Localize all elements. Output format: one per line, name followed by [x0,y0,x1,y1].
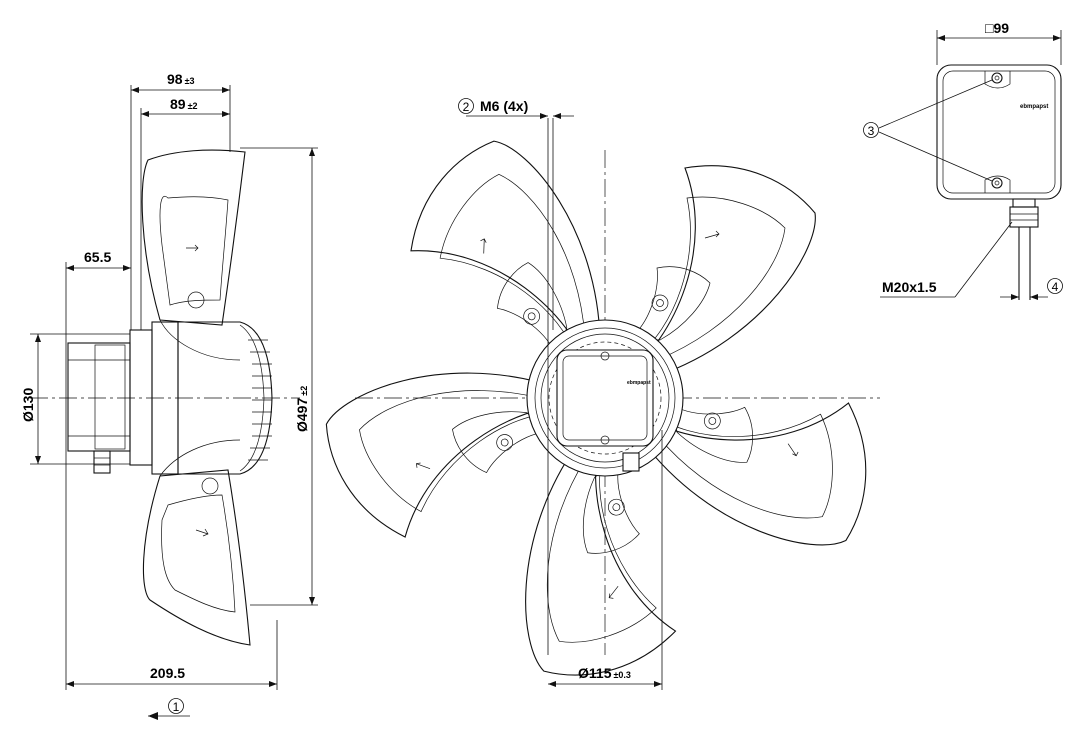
svg-text:2: 2 [463,100,470,114]
callout-2 [458,98,474,114]
dim-box-size: □99 [985,20,1009,36]
side-upper-blade [141,149,246,326]
dim-box-dia: Ø130 [20,388,36,422]
dim-gland: M20x1.5 [882,279,937,295]
side-cable-gland [93,450,111,474]
side-lower-blade [142,469,251,646]
detail-screw-bottom [991,177,1003,189]
side-motor [177,321,273,475]
svg-text:3: 3 [868,124,875,138]
callout-1 [168,698,184,714]
detail-screw-top [991,72,1003,84]
dim-thread: M6 (4x) [480,98,528,114]
dim-length: 209.5 [150,665,185,681]
callout-3 [863,122,879,138]
front-blades: ebmpapst [297,125,892,711]
dim-offset: 65.5 [84,249,111,265]
dim-depth-overall: 98±3 [167,71,195,87]
detail-cable-gland [1009,206,1039,228]
svg-text:4: 4 [1052,280,1059,294]
front-terminal-box [556,349,654,447]
terminal-box-detail: ebmpapst □99 3 M20x1.5 4 [863,20,1063,300]
dim-bolt-circle: Ø115±0.3 [578,665,631,681]
front-cable-gland [622,452,640,472]
svg-text:1: 1 [173,700,180,714]
front-view: ebmpapst 2 M6 (4x) Ø115±0.3 [297,98,892,711]
callout-4 [1047,278,1063,294]
dim-depth-hub: 89±2 [170,96,198,112]
side-terminal-box [67,342,131,452]
dim-fan-dia: Ø497±2 [294,386,310,432]
side-view: 98±3 89±2 65.5 Ø130 Ø497±2 209.5 1 [20,71,318,720]
detail-box [936,64,1062,200]
detail-brand-logo: ebmpapst [1020,104,1048,110]
svg-text:ebmpapst: ebmpapst [627,380,651,386]
